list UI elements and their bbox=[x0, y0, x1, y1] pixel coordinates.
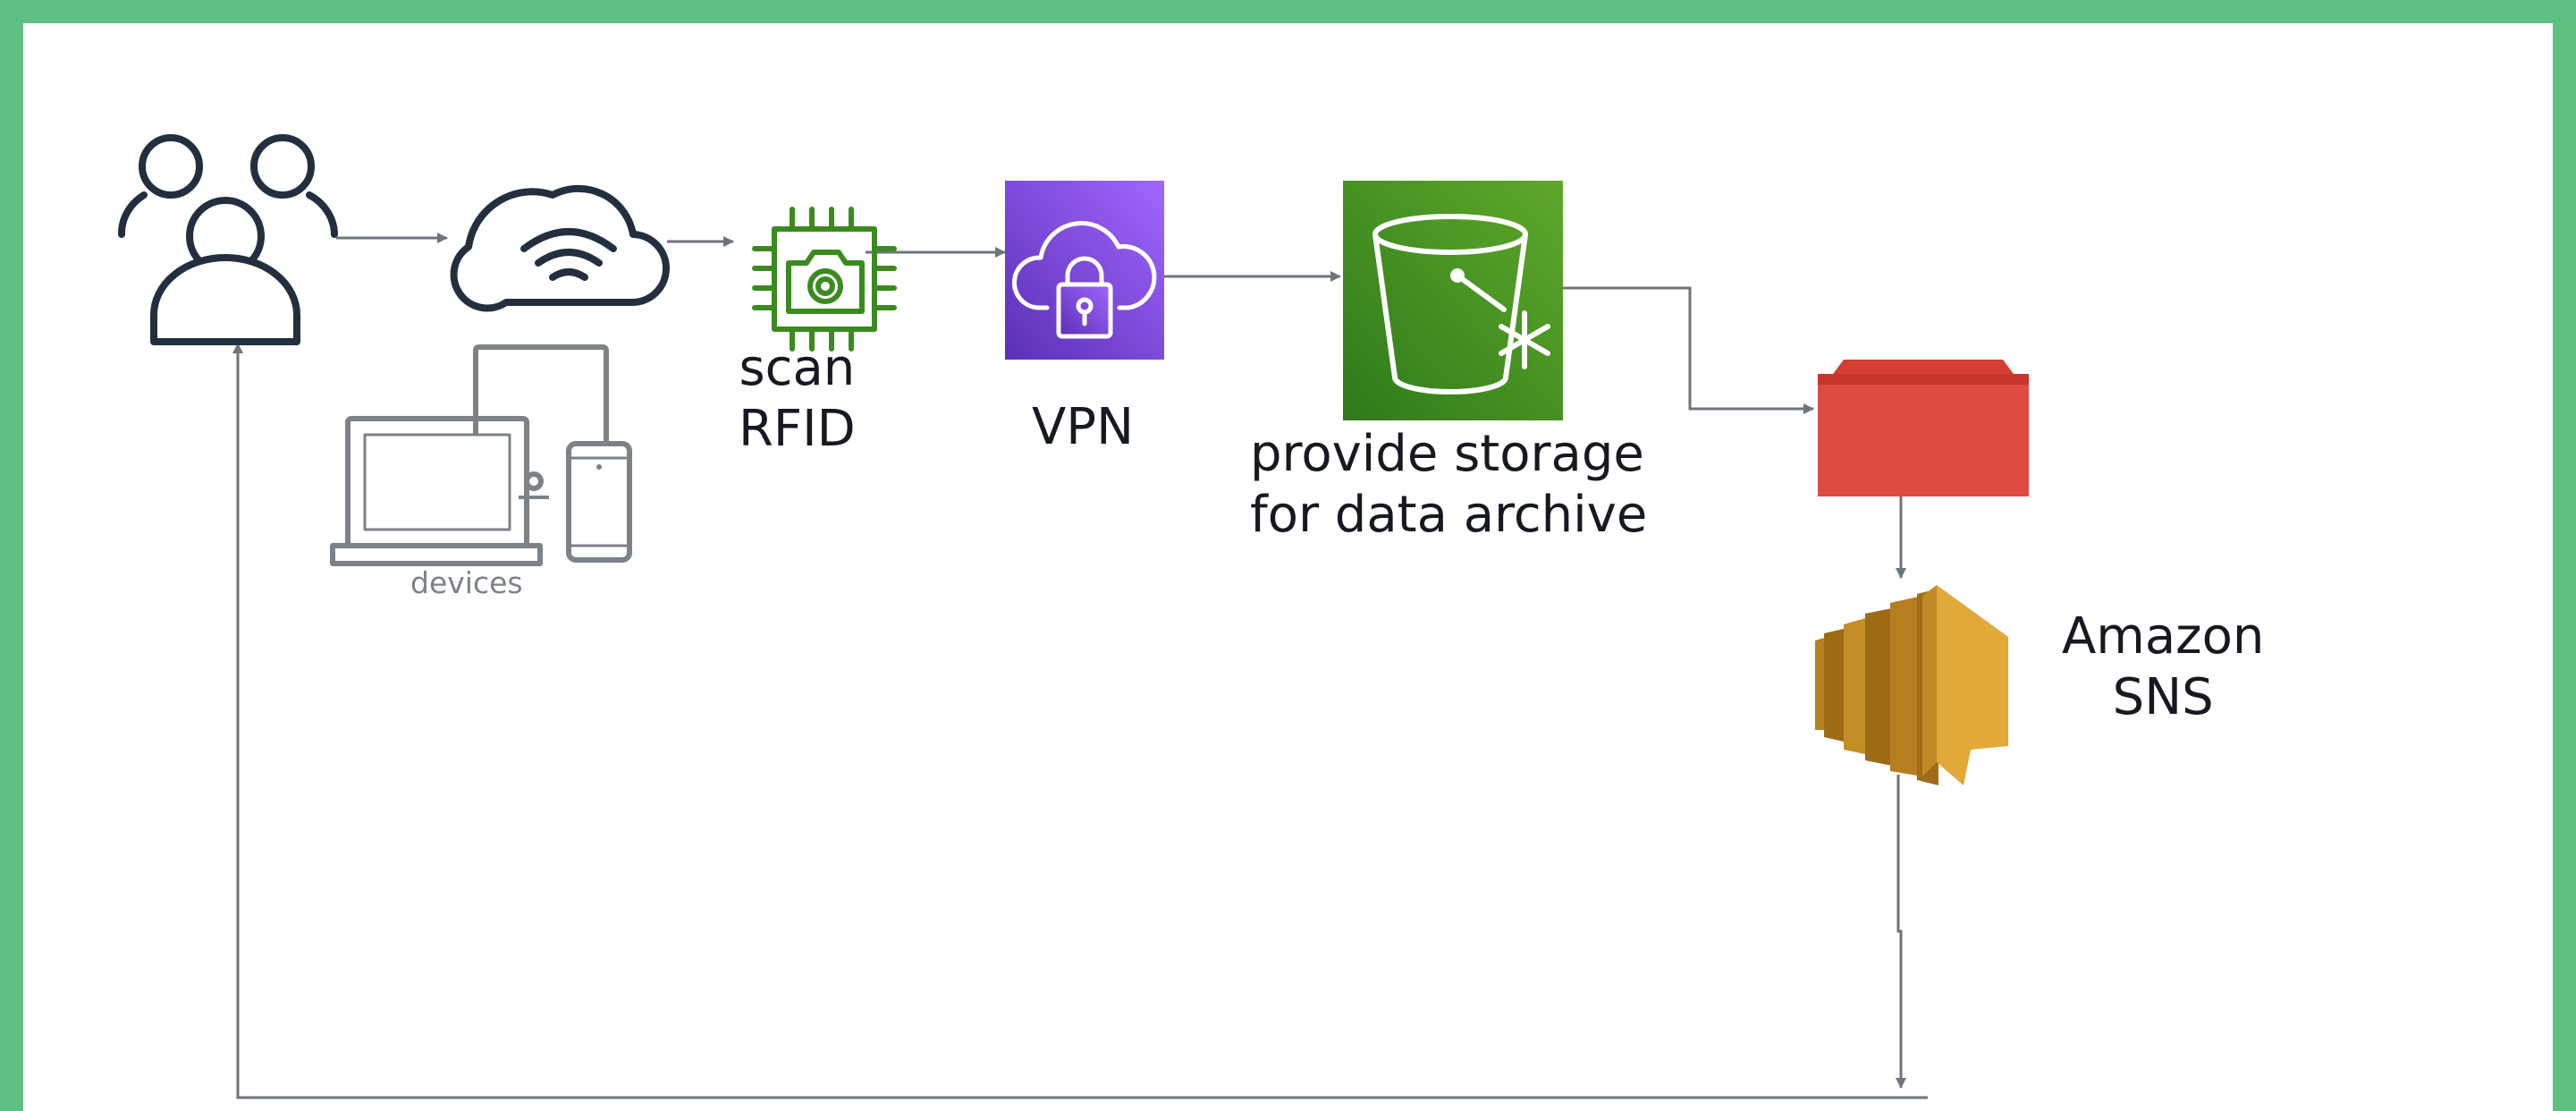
devices-label: devices bbox=[410, 565, 523, 600]
diagram-canvas: devices scan RFID VPN provide storage fo… bbox=[23, 23, 2553, 1111]
rfid-label: scan RFID bbox=[739, 339, 856, 459]
cloud-wifi-icon bbox=[450, 184, 670, 312]
devices-icon bbox=[330, 344, 632, 566]
diagram-svg bbox=[118, 134, 2029, 1099]
amazon-sns-icon bbox=[1815, 585, 2008, 785]
vpn-label: VPN bbox=[1032, 398, 1134, 456]
red-container-icon bbox=[1818, 360, 2029, 496]
s3-glacier-bucket-icon bbox=[1343, 181, 1563, 420]
arrow-sns-down bbox=[1896, 775, 1906, 1089]
arrow-storage-to-red-box bbox=[1563, 286, 1814, 414]
vpn-cloud-lock-icon bbox=[1005, 181, 1164, 360]
sns-label: Amazon SNS bbox=[2062, 607, 2265, 727]
connectors bbox=[232, 233, 1928, 1099]
users-icon bbox=[118, 134, 338, 345]
arrow-feedback-to-users bbox=[232, 343, 1928, 1099]
storage-label: provide storage for data archive bbox=[1250, 425, 1648, 545]
rfid-camera-chip-icon bbox=[752, 207, 897, 352]
